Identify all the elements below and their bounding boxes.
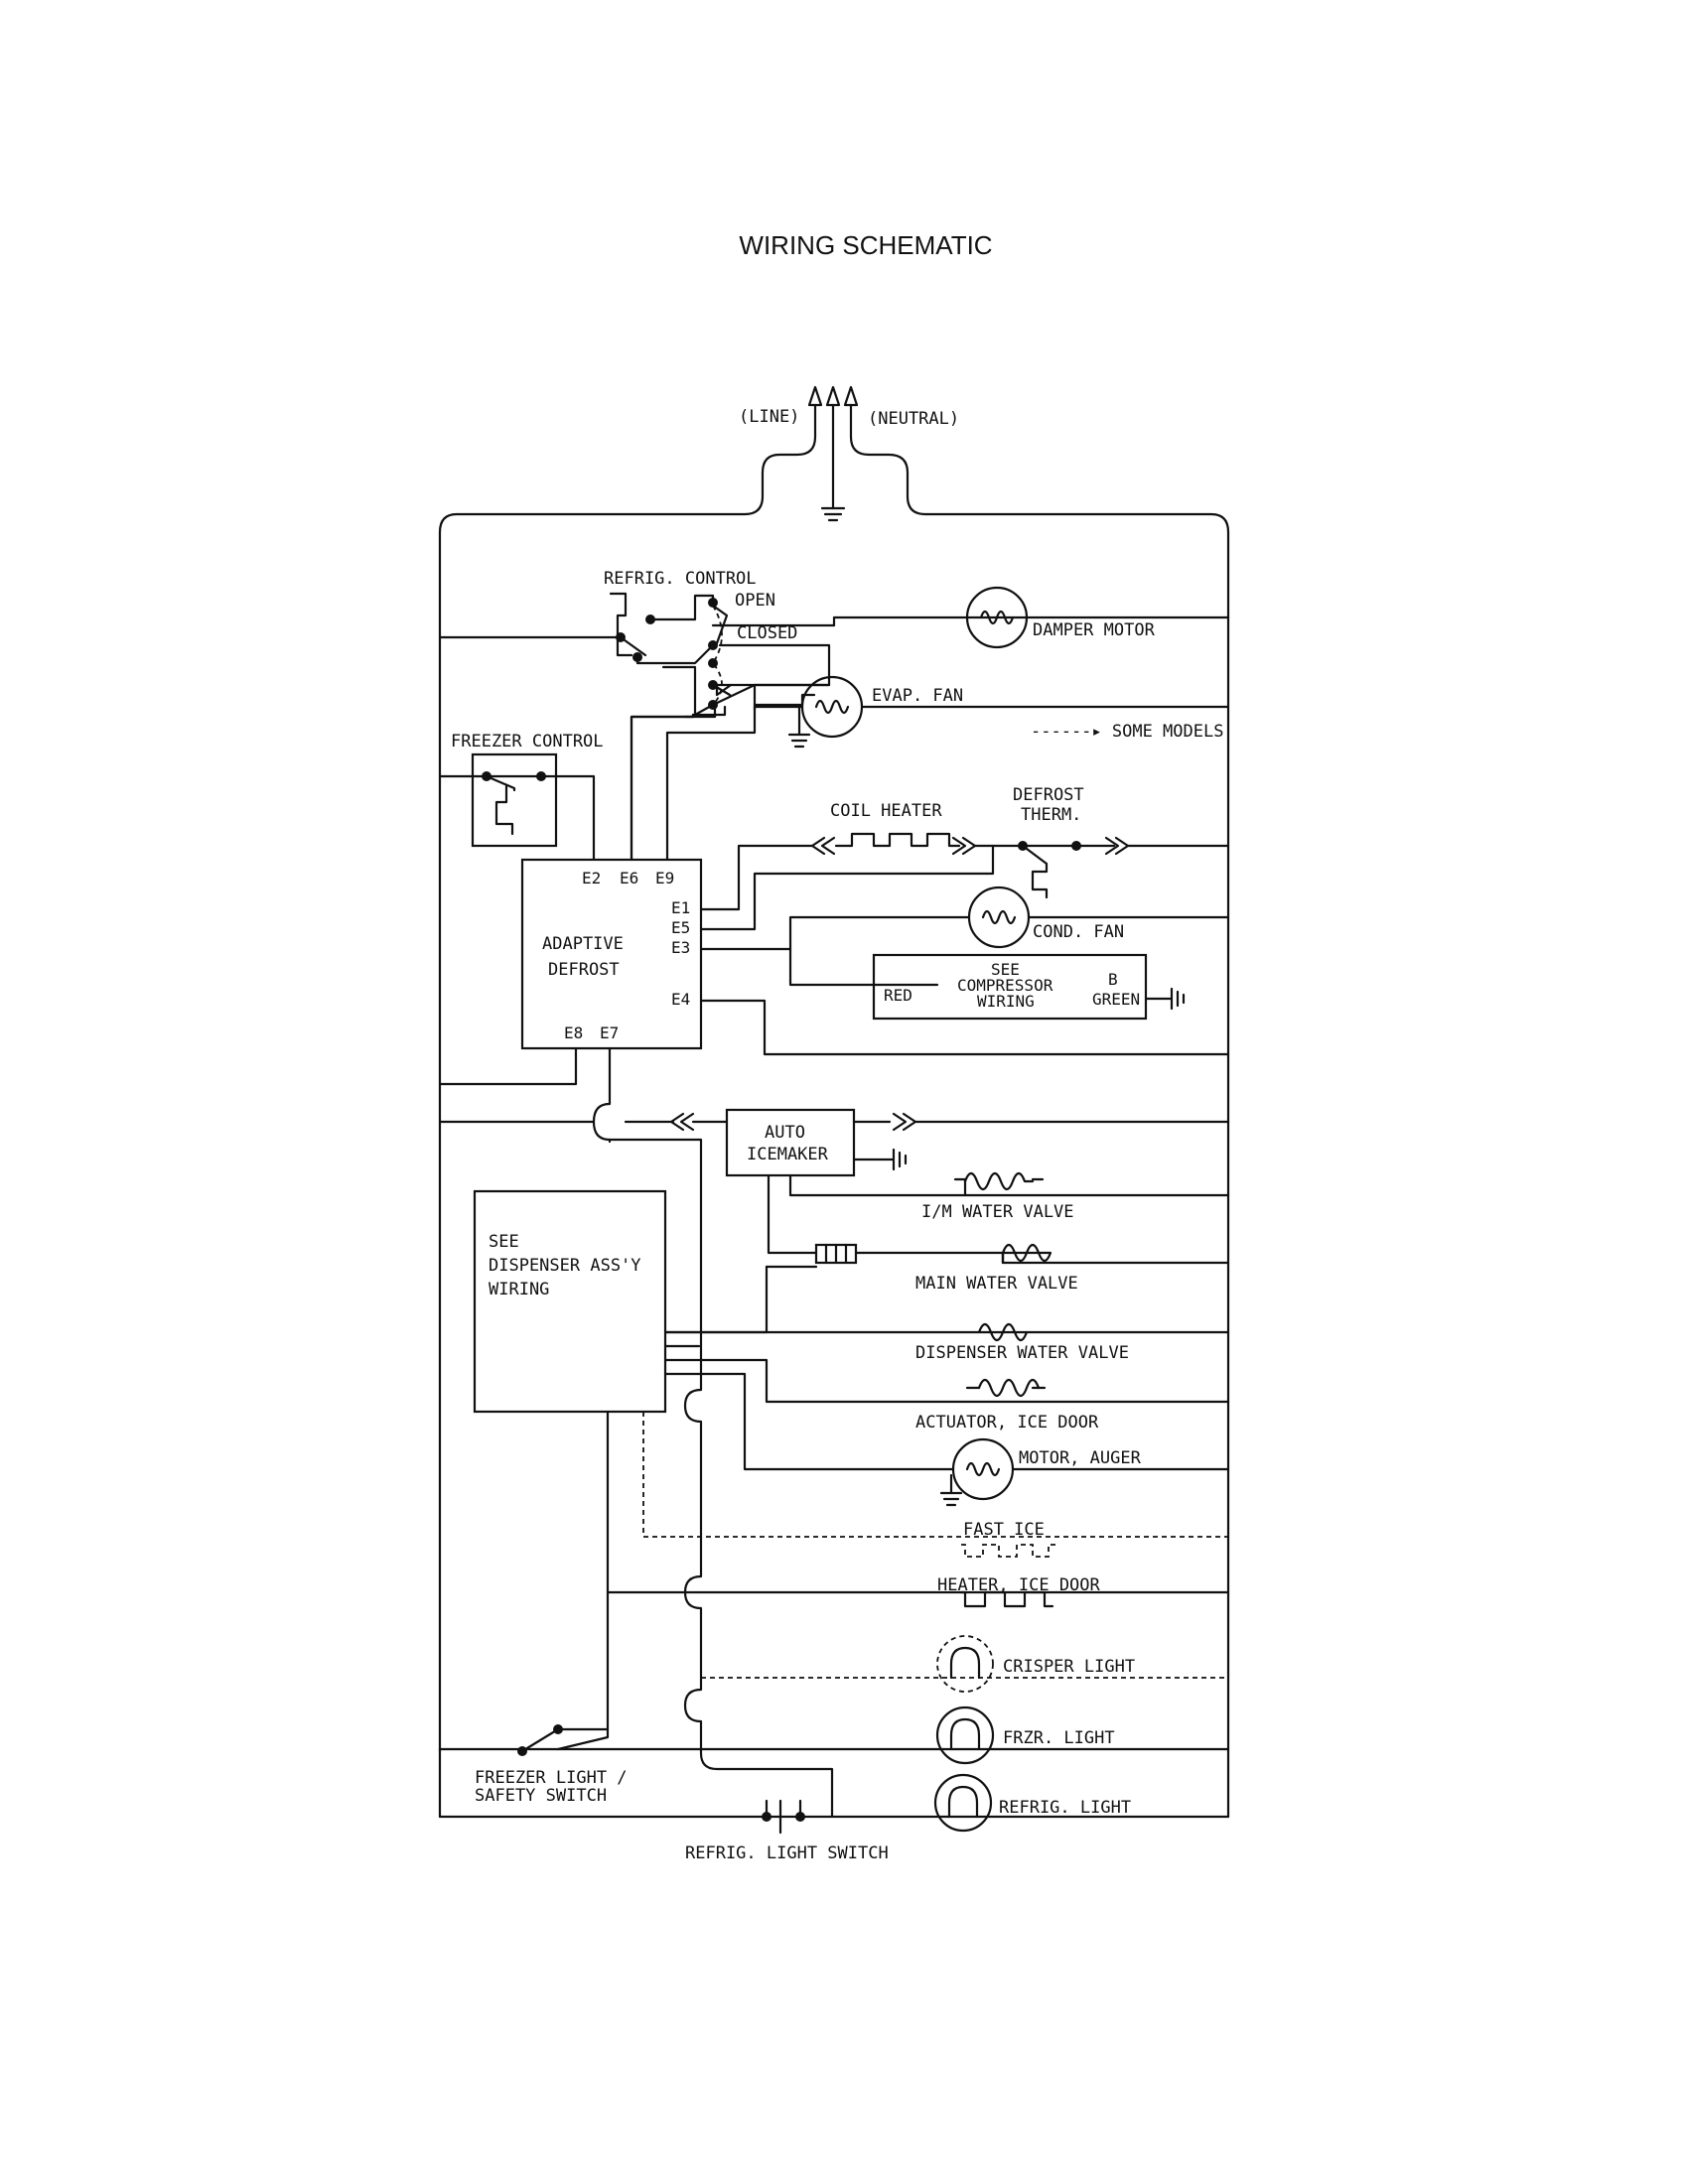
evap-fan: EVAP. FAN ------▸ SOME MODELS — [683, 675, 1230, 749]
actuator-ice-door-label: ACTUATOR, ICE DOOR — [915, 1413, 1099, 1433]
water-valves: I/M WATER VALVE MAIN WATER VALVE DISPENS… — [663, 1171, 1230, 1433]
fast-ice-label: FAST ICE — [963, 1520, 1045, 1540]
defrost-therm-label-2: THERM. — [1021, 805, 1081, 825]
cond-fan-label: COND. FAN — [1033, 922, 1124, 942]
dispenser-label-2: DISPENSER ASS'Y — [489, 1256, 641, 1276]
damper-motor-label: DAMPER MOTOR — [1033, 620, 1156, 640]
freezer-control: FREEZER CONTROL — [438, 732, 604, 862]
damper-motor: DAMPER MOTOR — [832, 586, 1230, 649]
lights: CRISPER LIGHT FRZR. LIGHT REFRIG. LIGHT — [438, 1635, 1230, 1833]
main-water-valve-label: MAIN WATER VALVE — [915, 1274, 1078, 1294]
fast-ice: FAST ICE — [961, 1520, 1056, 1558]
terminal-e1: E1 — [671, 898, 690, 917]
compressor-wiring: SEE COMPRESSOR WIRING RED B GREEN — [699, 947, 1230, 1056]
icemaker-label: ICEMAKER — [747, 1145, 829, 1164]
dispenser-label-1: SEE — [489, 1232, 519, 1252]
compressor-label-2: COMPRESSOR — [957, 976, 1053, 995]
adaptive-label: ADAPTIVE — [542, 934, 624, 954]
heater-ice-door: HEATER, ICE DOOR — [606, 1575, 1230, 1608]
heater-ice-door-label: HEATER, ICE DOOR — [937, 1575, 1101, 1595]
coil-heater-defrost-therm: COIL HEATER DEFROST THERM. — [699, 785, 1230, 931]
refrig-light-label: REFRIG. LIGHT — [999, 1798, 1131, 1818]
refrig-light-switch-label: REFRIG. LIGHT SWITCH — [685, 1843, 889, 1863]
cond-fan: COND. FAN — [699, 886, 1230, 951]
dispenser-assy: SEE DISPENSER ASS'Y WIRING — [473, 1189, 1228, 1751]
green-b-label: B — [1108, 970, 1118, 989]
terminal-e9: E9 — [655, 869, 674, 887]
terminal-e7: E7 — [600, 1024, 619, 1042]
evap-fan-label: EVAP. FAN — [872, 686, 963, 706]
dispenser-water-valve-label: DISPENSER WATER VALVE — [915, 1343, 1129, 1363]
power-supply: (LINE) (NEUTRAL) — [438, 385, 1230, 1819]
switches: FREEZER LIGHT / SAFETY SWITCH REFRIG. LI… — [438, 1724, 889, 1863]
im-water-valve-label: I/M WATER VALVE — [921, 1202, 1074, 1222]
motor-auger-label: MOTOR, AUGER — [1019, 1448, 1142, 1468]
defrost-label: DEFROST — [548, 960, 620, 980]
defrost-therm-label-1: DEFROST — [1013, 785, 1084, 805]
red-label: RED — [884, 986, 912, 1005]
frzr-light-label: FRZR. LIGHT — [1003, 1728, 1115, 1748]
compressor-label-1: SEE — [991, 960, 1020, 979]
terminal-e4: E4 — [671, 990, 690, 1009]
compressor-label-3: WIRING — [977, 992, 1035, 1011]
auto-icemaker: AUTO ICEMAKER — [438, 1108, 1230, 1255]
terminal-e5: E5 — [671, 918, 690, 937]
open-label: OPEN — [735, 591, 775, 611]
freezer-light-switch-label-1: FREEZER LIGHT / — [475, 1768, 628, 1788]
coil-heater-label: COIL HEATER — [830, 801, 942, 821]
motor-auger: MOTOR, AUGER — [939, 1437, 1230, 1507]
freezer-light-switch-label-2: SAFETY SWITCH — [475, 1786, 607, 1806]
auto-label: AUTO — [765, 1123, 805, 1143]
refrig-control-label: REFRIG. CONTROL — [604, 569, 757, 589]
freezer-control-label: FREEZER CONTROL — [451, 732, 604, 751]
closed-label: CLOSED — [737, 623, 797, 643]
terminal-e8: E8 — [564, 1024, 583, 1042]
terminal-e2: E2 — [582, 869, 601, 887]
neutral-label: (NEUTRAL) — [868, 409, 959, 429]
adaptive-defrost: ADAPTIVE DEFROST E2 E6 E9 E1 E5 E3 E4 E8… — [438, 705, 757, 1144]
terminal-e6: E6 — [620, 869, 638, 887]
green-label: GREEN — [1092, 990, 1140, 1009]
some-models-label: ------▸ SOME MODELS — [1031, 722, 1223, 742]
crisper-light-label: CRISPER LIGHT — [1003, 1657, 1135, 1677]
terminal-e3: E3 — [671, 938, 690, 957]
dispenser-label-3: WIRING — [489, 1280, 549, 1299]
page-title: WIRING SCHEMATIC — [739, 230, 993, 260]
line-label: (LINE) — [739, 407, 799, 427]
